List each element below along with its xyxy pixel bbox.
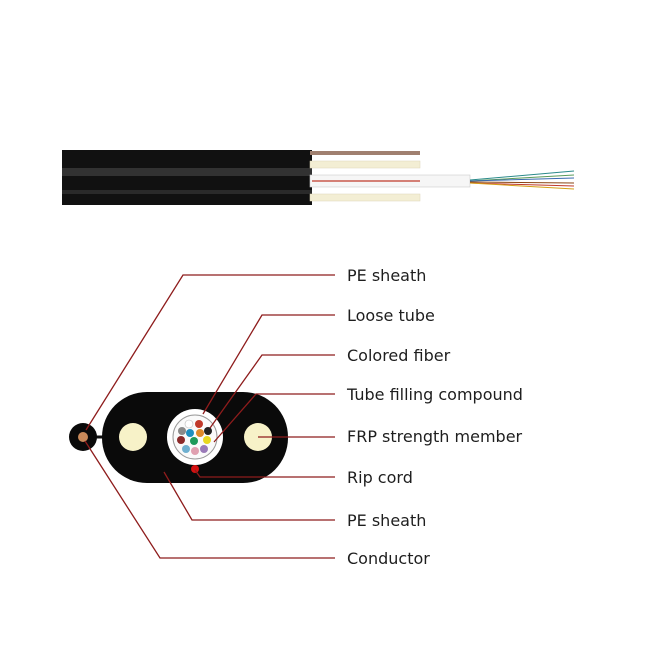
rip-cord-section [191, 465, 199, 473]
outer-sheath [62, 150, 312, 205]
frp-rod-top [309, 160, 421, 169]
label-loose-tube: Loose tube [347, 306, 435, 325]
conductor-core [78, 432, 88, 442]
label-rip-cord: Rip cord [347, 468, 413, 487]
cable-cross-section [69, 392, 288, 483]
colored-fibers [177, 419, 212, 455]
label-colored-fiber: Colored fiber [347, 346, 451, 365]
label-pe-sheath-top: PE sheath [347, 266, 426, 285]
labels: PE sheath Loose tube Colored fiber Tube … [346, 266, 523, 568]
label-conductor: Conductor [347, 549, 430, 568]
frp-member-left [119, 423, 147, 451]
conductor-wire [310, 151, 420, 155]
frp-rod-bottom [309, 193, 421, 202]
leader-lines [84, 274, 335, 559]
label-pe-sheath-bottom: PE sheath [347, 511, 426, 530]
fibers [469, 170, 575, 190]
label-frp-strength-member: FRP strength member [347, 427, 523, 446]
cable-side-view [62, 150, 575, 205]
label-tube-filling-compound: Tube filling compound [346, 385, 523, 404]
